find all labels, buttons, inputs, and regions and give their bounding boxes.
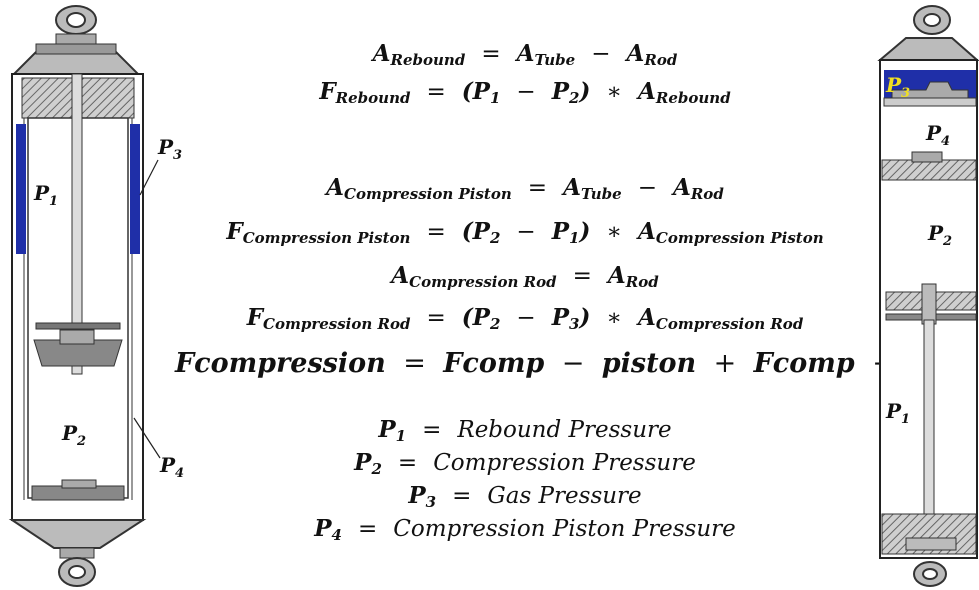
floating-piston [891, 81, 969, 99]
eq-f-compression: Fcompression = Fcomp − piston + Fcomp − … [175, 348, 963, 379]
monotube-damper-diagram: P3 P4 P2 P1 [877, 5, 979, 587]
twin-tube-damper-diagram: P1 P2 P3 P4 [8, 5, 184, 587]
top-mount-eye [877, 5, 979, 61]
piston-rod [71, 73, 83, 375]
eq-a-rebound: ARebound = ATube − ARod [372, 40, 678, 69]
label-p4: P4 [159, 453, 184, 481]
piston [885, 283, 977, 325]
definition-p4: P4 = Compression Piston Pressure [314, 515, 736, 544]
label-p3: P3 [157, 135, 182, 163]
bottom-mount-eye [8, 519, 147, 587]
eq-a-comp-rod: ACompression Rod = ARod [391, 262, 659, 291]
definition-p1: P1 = Rebound Pressure [378, 416, 672, 445]
definition-p2: P2 = Compression Pressure [354, 449, 696, 478]
label-p4: P4 [925, 121, 950, 149]
eq-f-rebound: FRebound = (P1 − P2) ∗ ARebound [319, 78, 731, 107]
label-p3: P3 [885, 73, 910, 101]
label-p1: P1 [885, 399, 910, 427]
pointer-p4 [133, 417, 161, 459]
definition-p3: P3 = Gas Pressure [408, 482, 642, 511]
rebound-chamber-right [130, 124, 140, 254]
label-p2: P2 [927, 221, 952, 249]
eq-a-comp-piston: ACompression Piston = ATube − ARod [326, 174, 724, 203]
eq-f-comp-rod: FCompression Rod = (P2 − P3) ∗ ACompress… [246, 304, 804, 333]
base-valve [31, 479, 125, 501]
label-p1: P1 [33, 181, 58, 209]
pointer-p3 [139, 159, 159, 196]
compression-chamber-block [881, 159, 977, 181]
label-p2: P2 [61, 421, 86, 449]
top-mount-eye [11, 5, 141, 75]
piston-rod [923, 319, 935, 539]
piston [33, 322, 123, 367]
rebound-chamber-left [16, 124, 26, 254]
bottom-mount-eye [905, 537, 957, 587]
eq-f-comp-piston: FCompression Piston = (P2 − P1) ∗ ACompr… [226, 218, 824, 247]
